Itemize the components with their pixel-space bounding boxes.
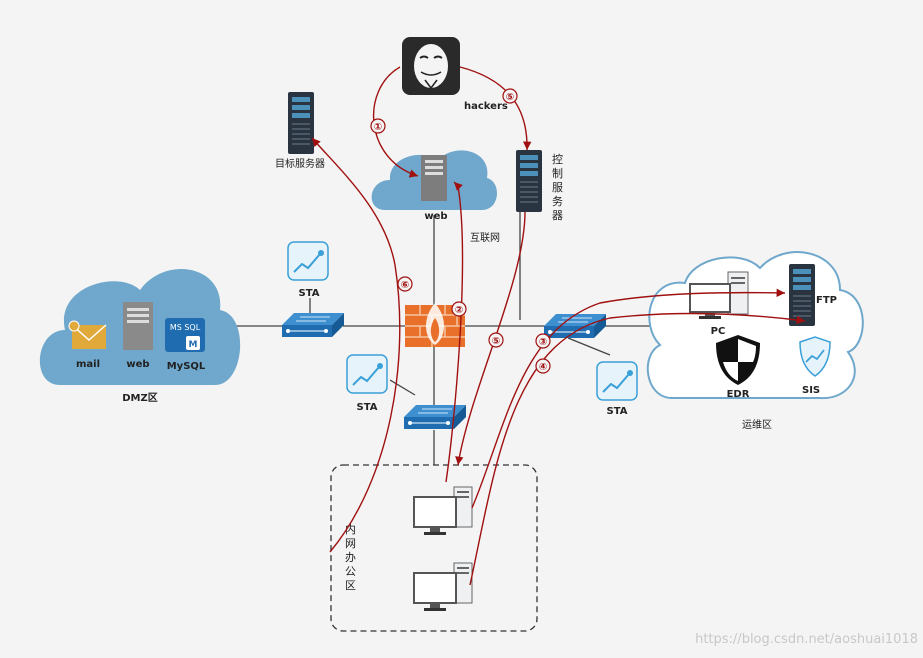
sta-mid-icon — [346, 354, 388, 394]
office-zone: 内 网 办 公 区 — [330, 464, 538, 632]
svg-text:务: 务 — [552, 195, 563, 208]
dmz-web-server-icon — [123, 302, 153, 350]
office-pc-2-icon — [413, 562, 473, 612]
svg-text:办: 办 — [345, 551, 356, 564]
mail-label: mail — [76, 359, 100, 370]
step-2-marker: ② — [451, 301, 467, 317]
step-3-marker: ③ — [535, 333, 551, 349]
internet-web-server-icon — [421, 155, 447, 201]
step-6-marker: ⑥ — [397, 276, 413, 292]
ops-cloud: PC FTP EDR SIS — [646, 251, 864, 400]
svg-text:②: ② — [455, 305, 463, 316]
step-5a-marker: ⑤ — [502, 88, 518, 104]
mail-icon — [68, 320, 107, 349]
target-server-label: 目标服务器 — [275, 157, 325, 170]
svg-text:④: ④ — [539, 362, 547, 373]
hacker-mask-icon — [402, 37, 460, 95]
switch-right-icon — [543, 313, 607, 339]
svg-text:M: M — [189, 340, 198, 350]
sis-label: SIS — [802, 385, 820, 396]
sis-icon — [799, 336, 831, 377]
hackers-label: hackers — [464, 101, 508, 112]
svg-text:器: 器 — [552, 209, 563, 222]
edr-shield-icon — [716, 335, 760, 385]
mysql-label: MySQL — [167, 361, 206, 372]
internet-web-cloud: web — [371, 150, 498, 222]
step-5b-marker: ⑤ — [488, 332, 504, 348]
switch-bottom-icon — [403, 404, 467, 430]
dmz-cloud: MS SQL M mail web MySQL — [39, 268, 241, 385]
ftp-label: FTP — [816, 295, 837, 306]
target-server-icon — [288, 92, 314, 154]
svg-text:MS SQL: MS SQL — [170, 323, 201, 332]
control-server-icon — [516, 150, 542, 212]
attack-path-4 — [469, 312, 806, 586]
svg-text:服: 服 — [552, 181, 563, 194]
attack-path-6 — [311, 137, 401, 553]
svg-text:内: 内 — [345, 522, 356, 536]
watermark: https://blog.csdn.net/aoshuai1018 — [695, 632, 918, 647]
svg-text:网: 网 — [345, 537, 356, 550]
step-markers: ① ⑤ ⑥ ② ⑤ ③ ④ — [370, 88, 551, 374]
switch-left-icon — [281, 312, 345, 338]
network-links — [234, 210, 650, 465]
internet-web-label: web — [424, 211, 447, 222]
office-zone-label: 内 网 办 公 区 — [345, 522, 356, 592]
step-4-marker: ④ — [535, 358, 551, 374]
svg-text:⑥: ⑥ — [401, 280, 409, 291]
edr-label: EDR — [727, 389, 750, 400]
ops-zone-label: 运维区 — [742, 418, 772, 431]
svg-text:③: ③ — [539, 337, 547, 348]
step-1-marker: ① — [370, 118, 386, 134]
mysql-icon: MS SQL M — [165, 318, 205, 352]
dmz-web-label: web — [126, 359, 149, 370]
attack-paths — [311, 66, 806, 586]
sta-top-icon — [287, 241, 329, 281]
svg-text:制: 制 — [552, 167, 563, 180]
svg-text:⑤: ⑤ — [492, 336, 500, 347]
svg-text:公: 公 — [345, 565, 356, 578]
sta-top-label: STA — [299, 288, 320, 299]
attack-path-2 — [445, 181, 464, 483]
control-server-label: 控 制 服 务 器 — [552, 152, 563, 222]
sta-right-icon — [596, 361, 638, 401]
svg-text:⑤: ⑤ — [506, 92, 514, 103]
attack-path-3 — [471, 288, 786, 509]
office-pc-1-icon — [413, 486, 473, 536]
internet-label: 互联网 — [470, 232, 500, 244]
dmz-zone-label: DMZ区 — [122, 392, 158, 404]
sta-right-label: STA — [607, 406, 628, 417]
sta-mid-label: STA — [357, 402, 378, 413]
pc-label: PC — [711, 326, 726, 337]
svg-text:控: 控 — [552, 152, 563, 166]
ftp-server-icon — [789, 264, 815, 326]
svg-text:①: ① — [374, 122, 382, 133]
svg-text:区: 区 — [345, 579, 356, 592]
